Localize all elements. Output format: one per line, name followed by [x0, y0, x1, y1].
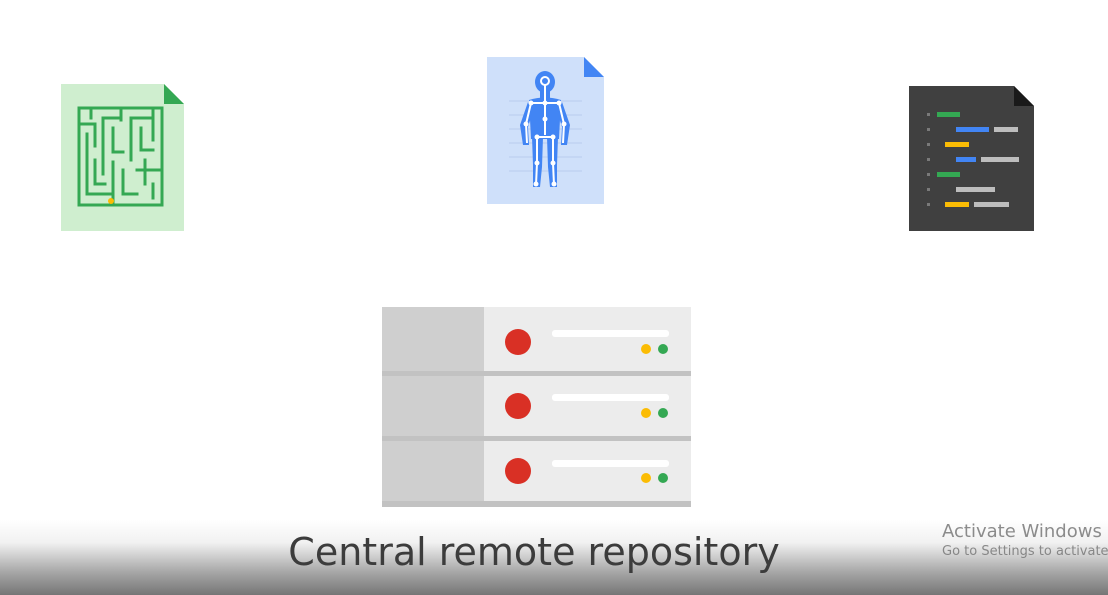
video-bottom-shade — [0, 520, 1108, 595]
code-document-icon — [909, 86, 1034, 231]
server-rack-unit — [382, 441, 691, 507]
server-rack-unit — [382, 307, 691, 376]
activate-windows-watermark: Activate Windows Go to Settings to activ… — [942, 521, 1108, 561]
central-server-icon — [382, 307, 691, 507]
watermark-title: Activate Windows — [942, 521, 1102, 542]
server-rack-unit — [382, 376, 691, 441]
maze-document-icon — [61, 84, 184, 231]
watermark-subtitle: Go to Settings to activate Windows. — [942, 544, 1108, 559]
diagram-caption: Central remote repository — [288, 530, 780, 574]
human-figure-document-icon — [487, 57, 604, 204]
